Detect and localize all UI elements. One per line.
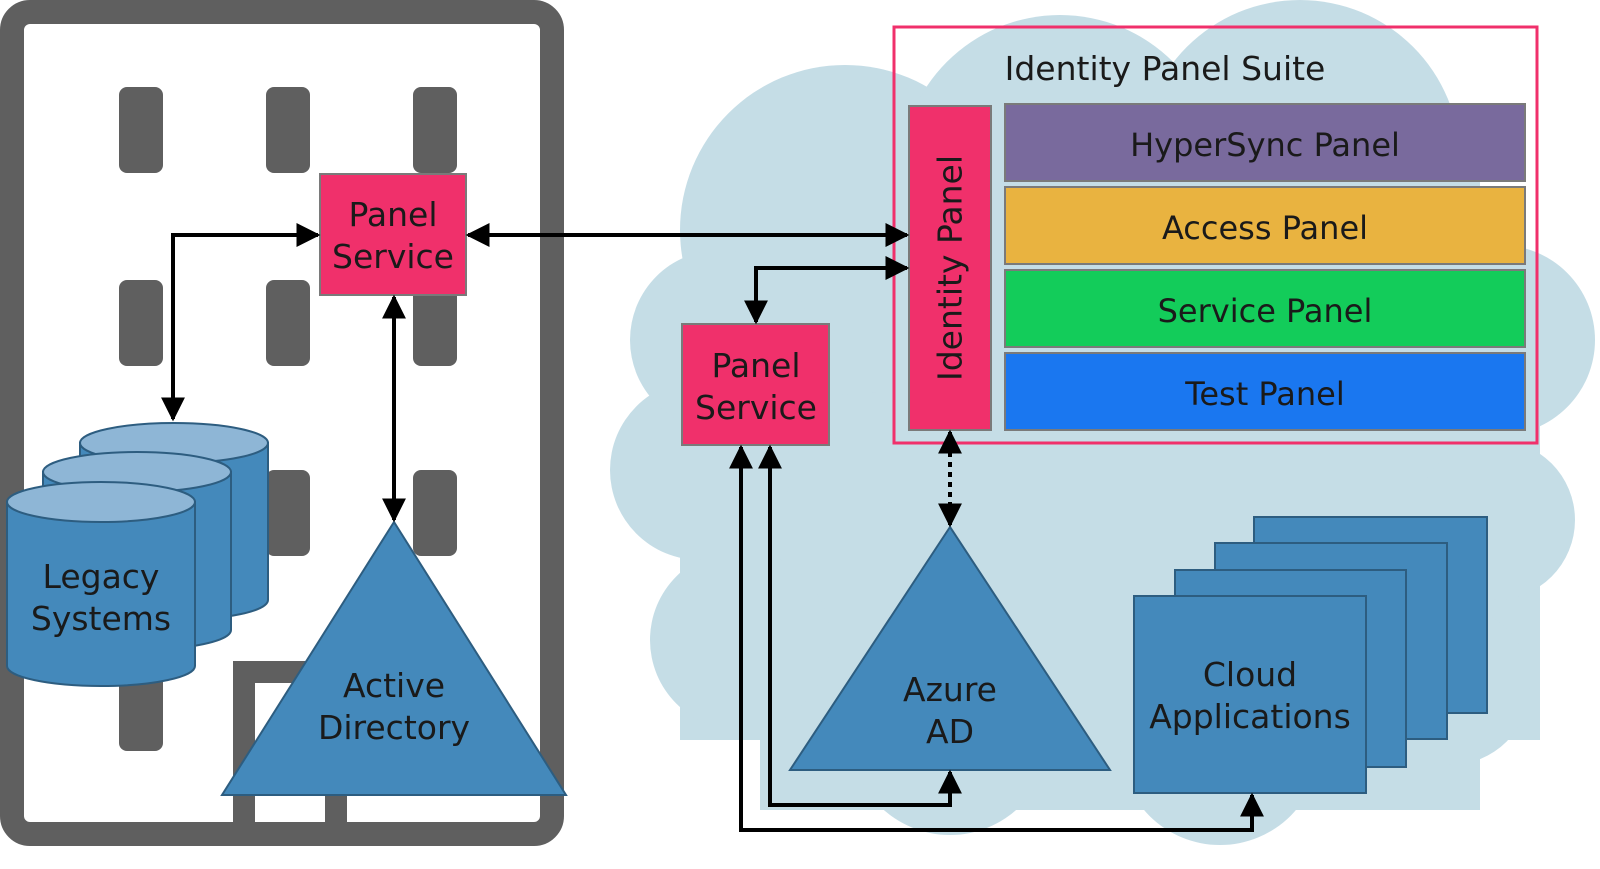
azure-ad-label-line1: Azure [903, 670, 997, 709]
arrow-cloud-panel-service-cloud-apps [729, 444, 1264, 832]
cloud-applications-label-line1: Cloud [1203, 655, 1297, 694]
suite-title: Identity Panel Suite [1005, 49, 1326, 88]
panel-access: Access Panel [1004, 186, 1526, 265]
connectors [161, 223, 1264, 832]
cloud-panel-service-line1: Panel [711, 346, 800, 385]
active-directory-label-line1: Active [343, 666, 445, 705]
identity-panel-label: Identity Panel [931, 155, 970, 381]
arrow-cloud-panel-service-identity-panel [744, 256, 910, 325]
panel-hypersync-label: HyperSync Panel [1130, 126, 1400, 164]
active-directory-node: Active Directory [220, 520, 568, 796]
legacy-systems-label-line2: Systems [31, 599, 171, 638]
cloud-applications-label-line2: Applications [1149, 697, 1351, 736]
azure-ad-label-line2: AD [926, 712, 974, 751]
arrow-panel-service-legacy-systems [161, 223, 321, 422]
cloud-panel-service-line2: Service [695, 388, 817, 427]
identity-panel: Identity Panel [908, 105, 992, 431]
onprem-panel-service-line2: Service [332, 237, 454, 276]
panel-test-label: Test Panel [1184, 375, 1345, 413]
panel-test: Test Panel [1004, 352, 1526, 431]
legacy-systems-database: Legacy Systems [6, 422, 269, 687]
panel-hypersync: HyperSync Panel [1004, 103, 1526, 182]
cylinder-front [6, 481, 196, 687]
panel-service: Service Panel [1004, 269, 1526, 348]
legacy-systems-label-line1: Legacy [43, 557, 160, 596]
active-directory-label-line2: Directory [318, 708, 470, 747]
onprem-panel-service: Panel Service [319, 173, 467, 296]
panel-service-label: Service Panel [1158, 292, 1373, 330]
onprem-panel-service-line1: Panel [348, 195, 437, 234]
cloud-panel-service: Panel Service [681, 323, 830, 446]
panel-access-label: Access Panel [1162, 209, 1368, 247]
